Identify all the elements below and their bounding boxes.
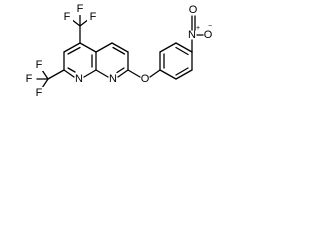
bond-c2-n1-double — [67, 67, 76, 73]
bond-c8a-n1 — [83, 69, 97, 78]
bond-c6p-c1p — [159, 69, 177, 80]
bond-n1-c2 — [63, 69, 75, 78]
atom-labels: F F F F F F N N O N + O O − — [23, 3, 213, 99]
bond-c5-c6 — [111, 42, 129, 53]
nitro-o-negative-charge: − — [208, 23, 212, 30]
bond-cf3b-f-up — [41, 69, 49, 80]
nitro-n-positive-charge: + — [196, 25, 200, 32]
bond-c7-n8-double — [116, 67, 125, 74]
bond-c5p-c6p — [175, 69, 193, 80]
bond-c3p-c4p-double — [175, 46, 189, 56]
bond-c3-c4 — [63, 42, 81, 53]
bond-c2p-c3p — [159, 42, 177, 53]
atom-f-top-left: F — [64, 11, 71, 23]
bond-c7-n8 — [117, 69, 129, 78]
bond-c3p-c4p — [175, 42, 193, 53]
atom-f-top-right: F — [90, 11, 97, 23]
bond-n8-c8a — [95, 69, 109, 78]
bond-o-c1p — [149, 69, 161, 78]
atom-f-bottom-left: F — [26, 73, 33, 85]
atom-o-nitro-right: O — [204, 29, 213, 41]
bond-c5-c6-double — [112, 46, 126, 55]
atom-f-top: F — [77, 3, 84, 15]
atom-f-bottom-down: F — [36, 87, 43, 99]
atom-o-ether: O — [141, 73, 150, 85]
molecule-structure-drawing: F F F F F F N N O N + O O − — [23, 3, 213, 99]
atom-f-bottom-up: F — [36, 59, 43, 71]
bond-lines — [36, 12, 204, 89]
atom-n-ring-8: N — [109, 73, 117, 85]
atom-n-nitro: N — [188, 29, 196, 41]
atom-n-ring-1: N — [75, 73, 83, 85]
bond-c7-o — [127, 69, 141, 78]
bond-c5p-c6p-double — [175, 67, 189, 76]
bond-c2-cf3 — [47, 69, 65, 80]
atom-o-nitro-top: O — [189, 4, 198, 16]
bond-c4a-c5 — [95, 42, 113, 53]
bond-c3-c4-double — [67, 46, 81, 55]
bond-cf3b-f-down — [41, 78, 49, 89]
bond-c4-c4a — [79, 42, 97, 53]
